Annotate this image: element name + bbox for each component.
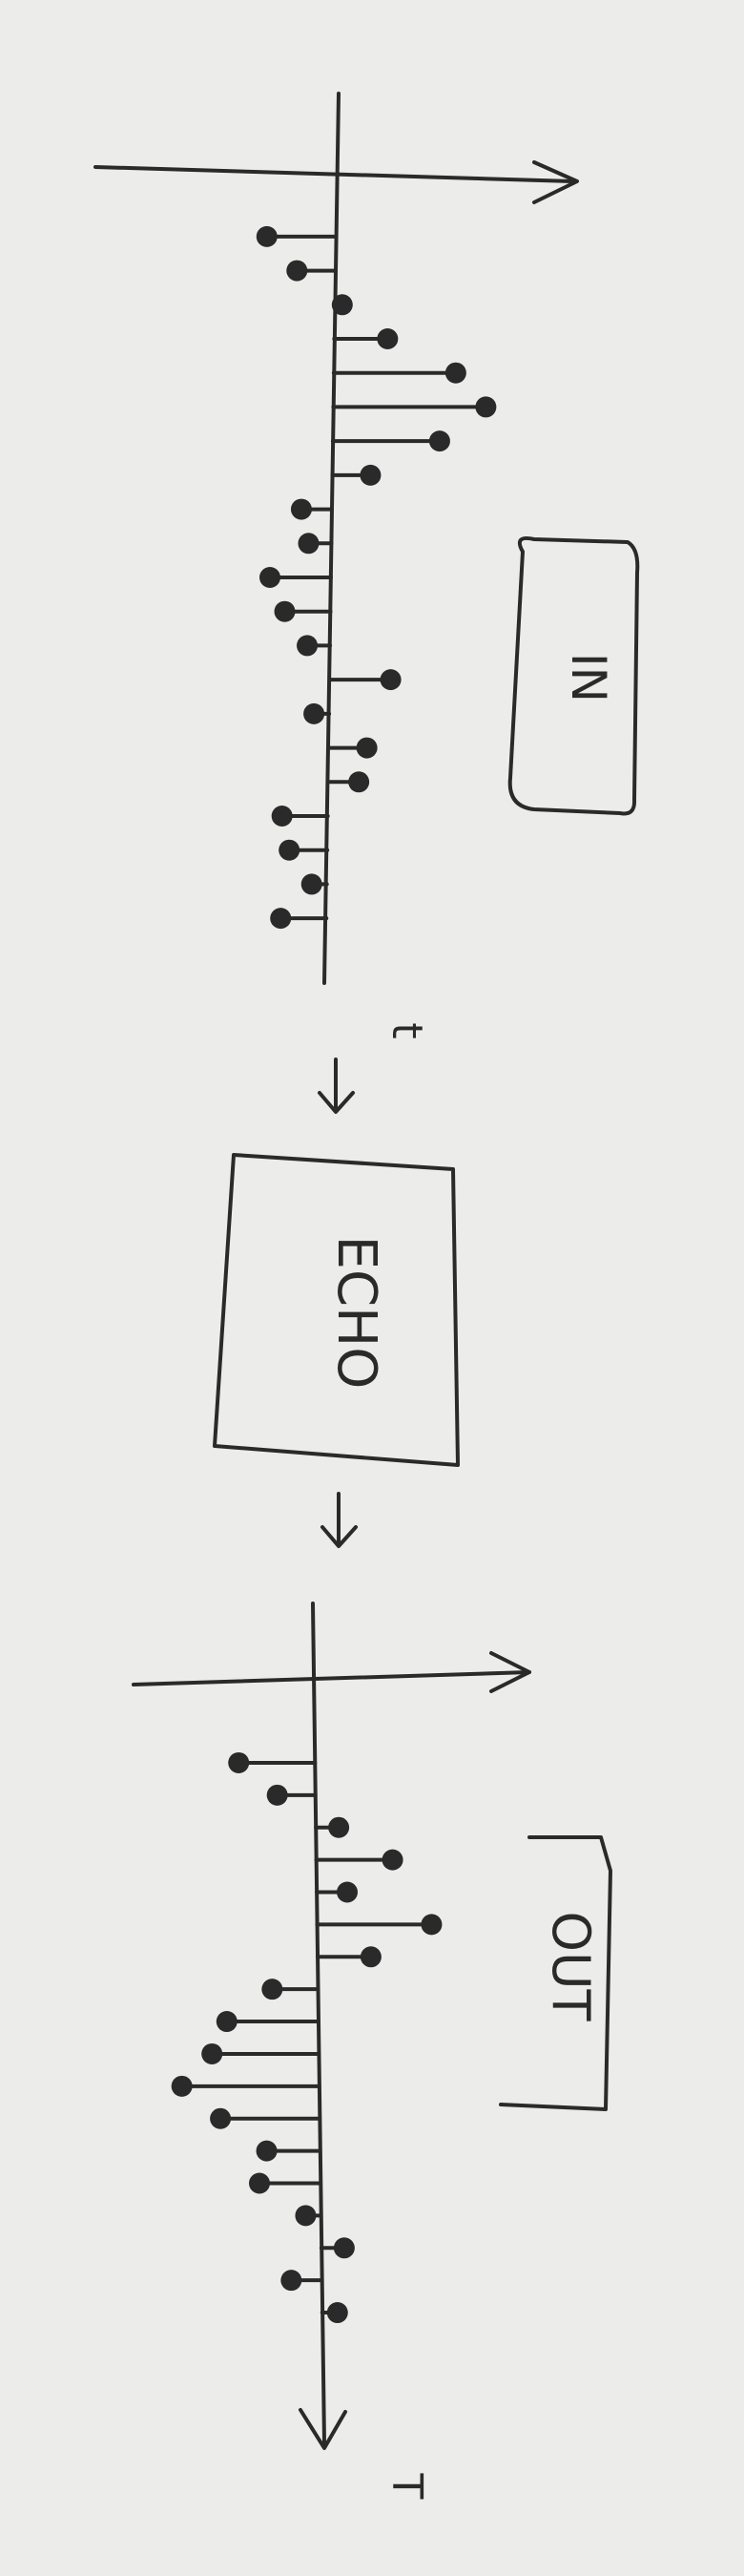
input-stem-dot xyxy=(331,294,353,316)
input-stems xyxy=(256,225,497,930)
input-stem-dot xyxy=(286,260,308,282)
output-stem-dot xyxy=(210,2107,232,2129)
input-stem-dot xyxy=(300,873,322,895)
output-stem-dot xyxy=(249,2172,270,2194)
block-to-output-arrow xyxy=(320,1492,358,1548)
input-to-block-arrow xyxy=(318,1058,355,1114)
output-vertical-axis xyxy=(132,1670,531,1686)
output-label: OUT xyxy=(541,1911,601,2021)
output-stem-dot xyxy=(228,1751,250,1773)
output-stem-dot xyxy=(360,1946,382,1968)
input-stem-dot xyxy=(279,839,300,861)
input-stem-dot xyxy=(380,669,402,691)
input-stem-dot xyxy=(298,533,320,555)
output-time-axis-arrowhead xyxy=(299,2408,347,2450)
output-stem-dot xyxy=(266,1784,288,1806)
output-stem-dot xyxy=(201,2042,223,2064)
output-stem-dot xyxy=(216,2011,238,2033)
output-stem-dot xyxy=(326,2302,348,2324)
input-stem-dot xyxy=(256,225,278,247)
input-label: IN xyxy=(561,653,616,702)
output-stem-dot xyxy=(333,2237,355,2259)
output-stem-dot xyxy=(337,1881,358,1903)
input-stem-dot xyxy=(303,702,325,724)
input-stem-dot xyxy=(475,396,497,418)
input-vertical-axis xyxy=(93,165,574,183)
output-vertical-axis-arrowhead xyxy=(489,1651,531,1693)
input-stem-dot xyxy=(271,806,293,827)
input-vertical-axis-arrowhead xyxy=(532,160,579,204)
output-stem-dot xyxy=(328,1816,350,1838)
output-stem-dot xyxy=(261,1979,283,2000)
output-stem-dot xyxy=(256,2140,278,2162)
output-stem-dot xyxy=(421,1914,443,1936)
input-stem-dot xyxy=(259,567,280,588)
output-stem-dot xyxy=(171,2075,193,2097)
output-stem-plot xyxy=(132,1602,531,2450)
input-stem-dot xyxy=(348,771,370,793)
echo-block-label: ECHO xyxy=(325,1236,387,1390)
input-stem-dot xyxy=(290,498,312,520)
input-time-axis xyxy=(322,92,341,985)
input-label-box: IN xyxy=(507,535,640,816)
input-stem-dot xyxy=(270,908,292,930)
input-time-label: t xyxy=(382,1022,431,1038)
input-stem-dot xyxy=(274,600,296,622)
output-stem-dot xyxy=(280,2270,302,2292)
output-stems xyxy=(171,1751,443,2324)
input-stem-dot xyxy=(356,737,378,759)
input-stem-dot xyxy=(377,328,399,349)
input-stem-dot xyxy=(444,362,466,384)
output-time-label: T xyxy=(382,2473,431,2500)
input-stem-dot xyxy=(297,635,319,657)
input-stem-dot xyxy=(428,430,450,452)
echo-block: ECHO xyxy=(213,1153,460,1467)
input-stem-plot xyxy=(93,92,579,985)
output-label-box: OUT xyxy=(499,1835,612,2111)
output-stem-dot xyxy=(382,1849,403,1871)
input-stem-dot xyxy=(360,464,382,486)
output-stem-dot xyxy=(295,2205,317,2227)
